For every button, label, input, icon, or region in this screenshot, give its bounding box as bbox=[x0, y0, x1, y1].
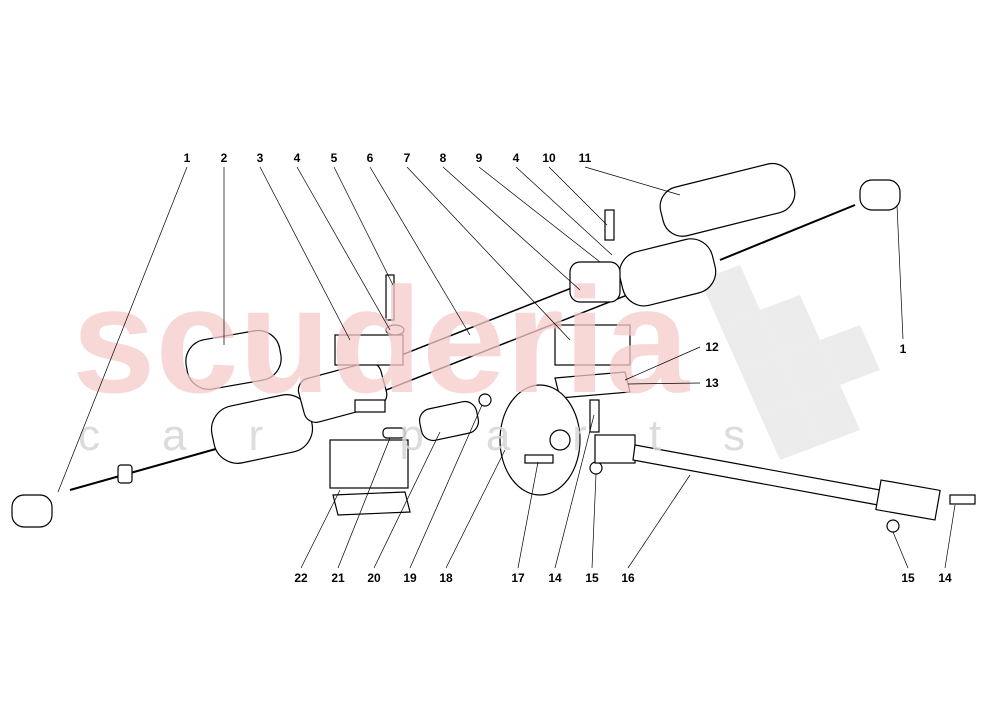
leader-line-18 bbox=[445, 449, 506, 569]
clamp-8 bbox=[569, 261, 621, 303]
leader-line-14 bbox=[944, 504, 956, 569]
callout-label-1: 1 bbox=[900, 342, 907, 356]
leader-line-8 bbox=[442, 166, 581, 291]
leader-line-15 bbox=[591, 473, 597, 569]
callout-label-2: 2 bbox=[221, 151, 228, 165]
callout-label-6: 6 bbox=[367, 151, 374, 165]
leader-line-11 bbox=[584, 166, 681, 196]
callout-label-16: 16 bbox=[621, 571, 635, 585]
callout-label-3: 3 bbox=[257, 151, 264, 165]
tie-rod-end-right bbox=[859, 179, 901, 211]
leader-line-1 bbox=[57, 166, 188, 493]
bushing-3 bbox=[334, 334, 404, 366]
callout-label-1: 1 bbox=[184, 151, 191, 165]
leader-line-19 bbox=[409, 404, 483, 569]
callout-label-14: 14 bbox=[938, 571, 952, 585]
bolt-5 bbox=[385, 274, 395, 321]
callout-label-22: 22 bbox=[294, 571, 308, 585]
bushing-22 bbox=[329, 439, 409, 489]
plate-12-13 bbox=[554, 371, 631, 399]
pinion-shaft bbox=[354, 399, 386, 413]
leader-line-10 bbox=[548, 166, 608, 226]
nut-19 bbox=[478, 393, 492, 407]
callout-label-13: 13 bbox=[705, 376, 719, 390]
flange-18 bbox=[499, 384, 581, 496]
leader-line-21 bbox=[337, 437, 391, 569]
leader-line-16 bbox=[627, 474, 691, 569]
boot-right bbox=[618, 238, 717, 307]
washer-4 bbox=[385, 324, 405, 336]
leader-line-1 bbox=[896, 204, 904, 340]
tie-rod-left bbox=[69, 444, 231, 491]
leader-line-7 bbox=[406, 166, 571, 341]
callout-label-18: 18 bbox=[439, 571, 453, 585]
leader-line-4 bbox=[515, 166, 613, 256]
callout-label-20: 20 bbox=[367, 571, 381, 585]
callout-label-14: 14 bbox=[548, 571, 562, 585]
tie-rod-right bbox=[719, 204, 856, 261]
leader-line-6 bbox=[369, 166, 471, 336]
callout-label-7: 7 bbox=[404, 151, 411, 165]
leader-line-5 bbox=[333, 166, 394, 286]
checkered-flag-icon bbox=[700, 265, 880, 460]
callout-label-12: 12 bbox=[705, 340, 719, 354]
callout-label-17: 17 bbox=[511, 571, 525, 585]
leader-line-20 bbox=[373, 431, 441, 569]
leader-line-4 bbox=[296, 166, 391, 331]
u-joint-right bbox=[875, 479, 941, 521]
callout-label-19: 19 bbox=[403, 571, 417, 585]
steering-shaft-16 bbox=[632, 444, 881, 506]
rack-housing bbox=[297, 361, 388, 423]
leader-line-12 bbox=[624, 346, 701, 381]
leader-lines bbox=[57, 166, 956, 569]
callout-label-4: 4 bbox=[294, 151, 301, 165]
callout-label-15: 15 bbox=[901, 571, 915, 585]
leader-line-9 bbox=[478, 166, 601, 263]
leader-line-17 bbox=[517, 461, 539, 569]
bolt-14-right bbox=[949, 494, 976, 505]
callout-label-11: 11 bbox=[579, 151, 592, 165]
nut-15 bbox=[589, 461, 603, 475]
boot-2 bbox=[185, 329, 282, 390]
boot-11 bbox=[659, 162, 796, 237]
bolt-10 bbox=[604, 209, 615, 241]
flange-hub bbox=[549, 429, 571, 451]
callout-label-21: 21 bbox=[331, 571, 345, 585]
nut-15-right bbox=[886, 519, 900, 533]
callout-label-15: 15 bbox=[585, 571, 599, 585]
parts bbox=[11, 162, 976, 533]
callout-label-9: 9 bbox=[476, 151, 483, 165]
callout-label-4: 4 bbox=[513, 151, 520, 165]
bushing-7 bbox=[554, 324, 631, 366]
coupling-20 bbox=[418, 400, 480, 442]
bolt-17 bbox=[524, 454, 554, 464]
leader-line-14 bbox=[554, 414, 595, 569]
leader-line-3 bbox=[259, 166, 351, 341]
plate-22 bbox=[332, 491, 411, 516]
leader-line-22 bbox=[300, 489, 341, 569]
bolt-14 bbox=[589, 399, 600, 433]
leader-line-13 bbox=[627, 382, 701, 385]
lock-nut-left bbox=[117, 464, 133, 484]
u-joint-left bbox=[594, 434, 636, 464]
tie-rod-end-left bbox=[11, 494, 53, 528]
callout-label-8: 8 bbox=[440, 151, 447, 165]
boot-left bbox=[210, 394, 314, 464]
leader-line-15 bbox=[892, 531, 909, 569]
callout-label-5: 5 bbox=[331, 151, 338, 165]
bolt-21 bbox=[382, 427, 406, 439]
callout-label-10: 10 bbox=[542, 151, 556, 165]
